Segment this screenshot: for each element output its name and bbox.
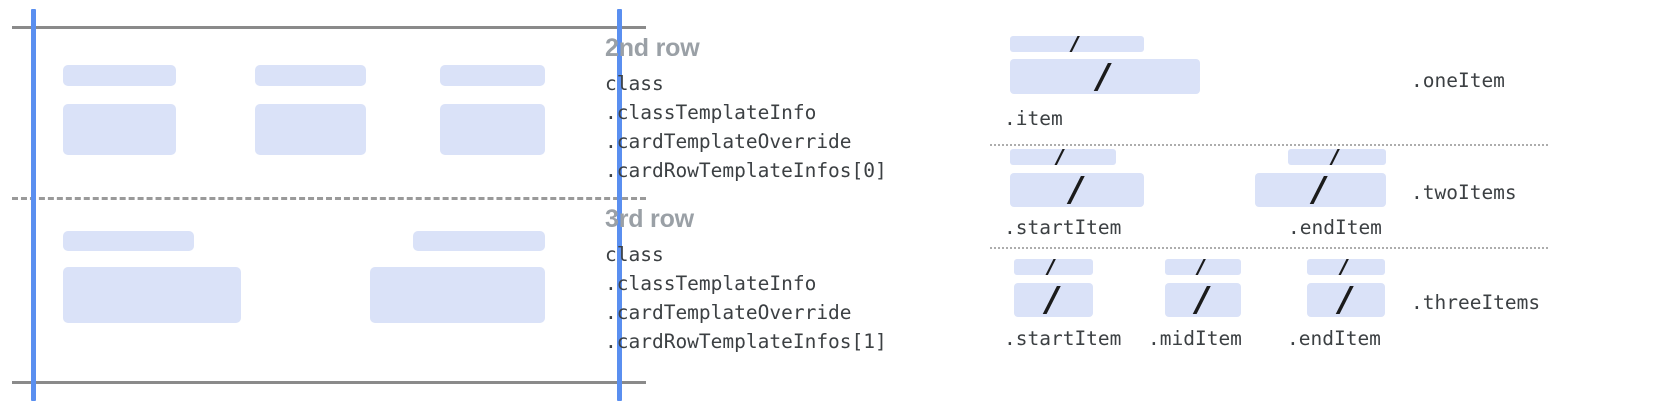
middle-code-line: class [605,243,664,266]
slash-mark: / [1340,259,1348,275]
slash-mark: / [1046,283,1059,317]
row2-group2-bar [413,231,545,251]
threeitems-start-label: .startItem [1004,327,1122,350]
slash-mark: / [1047,259,1055,275]
threeitems-start-top-bar: / [1014,259,1093,275]
row2-group1-box [63,267,241,323]
oneitem-slot-label: .item [1004,107,1063,130]
middle-code-line: .cardRowTemplateInfos[1] [605,330,887,353]
row1-group3-box [440,104,545,155]
twoitems-end-label: .endItem [1288,216,1382,239]
middle-heading: 3rd row [605,205,694,233]
threeitems-mid-top-bar: / [1165,259,1241,275]
row2-group1-bar [63,231,194,251]
slash-mark: / [1197,259,1205,275]
slash-mark: / [1097,59,1110,94]
middle-heading: 2nd row [605,34,700,62]
variant-label-oneitem: .oneItem [1411,69,1505,92]
row1-group1-box [63,104,176,155]
middle-code-line: .cardTemplateOverride [605,130,852,153]
variant-divider-dotted [990,247,1548,249]
threeitems-end-main-box: / [1307,283,1385,317]
variant-divider-dotted [990,144,1548,146]
row1-group3-bar [440,65,545,86]
variant-label-twoitems: .twoItems [1411,181,1517,204]
row2-group2-box [370,267,545,323]
row1-group1-bar [63,65,176,86]
oneitem-slot-main-box: / [1010,59,1200,94]
right-margin-guide [617,9,622,401]
slash-mark: / [1071,36,1079,52]
variant-label-threeitems: .threeItems [1411,291,1541,314]
twoitems-start-label: .startItem [1004,216,1122,239]
left-margin-guide [31,9,36,401]
threeitems-end-top-bar: / [1307,259,1385,275]
row1-group2-box [255,104,366,155]
row1-group2-bar [255,65,366,86]
middle-code-line: .classTemplateInfo [605,272,817,295]
row-divider-dashed [12,197,646,200]
slash-mark: / [1056,149,1064,165]
threeitems-mid-label: .midItem [1148,327,1242,350]
threeitems-mid-main-box: / [1165,283,1241,317]
frame-bottom-line [12,381,646,384]
slash-mark: / [1196,283,1209,317]
middle-code-line: class [605,72,664,95]
middle-code-line: .classTemplateInfo [605,101,817,124]
oneitem-slot-top-bar: / [1010,36,1144,52]
slash-mark: / [1313,173,1326,207]
twoitems-end-top-bar: / [1288,149,1386,165]
middle-block-2nd-row: 2nd row class .classTemplateInfo .cardTe… [605,33,887,185]
slash-mark: / [1070,173,1083,207]
twoitems-end-main-box: / [1255,173,1386,207]
threeitems-start-main-box: / [1014,283,1093,317]
middle-code-line: .cardRowTemplateInfos[0] [605,159,887,182]
middle-code-line: .cardTemplateOverride [605,301,852,324]
threeitems-end-label: .endItem [1287,327,1381,350]
slash-mark: / [1339,283,1352,317]
frame-top-line [12,26,646,29]
slash-mark: / [1331,149,1339,165]
twoitems-start-main-box: / [1010,173,1144,207]
middle-block-3rd-row: 3rd row class .classTemplateInfo .cardTe… [605,204,887,356]
twoitems-start-top-bar: / [1010,149,1116,165]
